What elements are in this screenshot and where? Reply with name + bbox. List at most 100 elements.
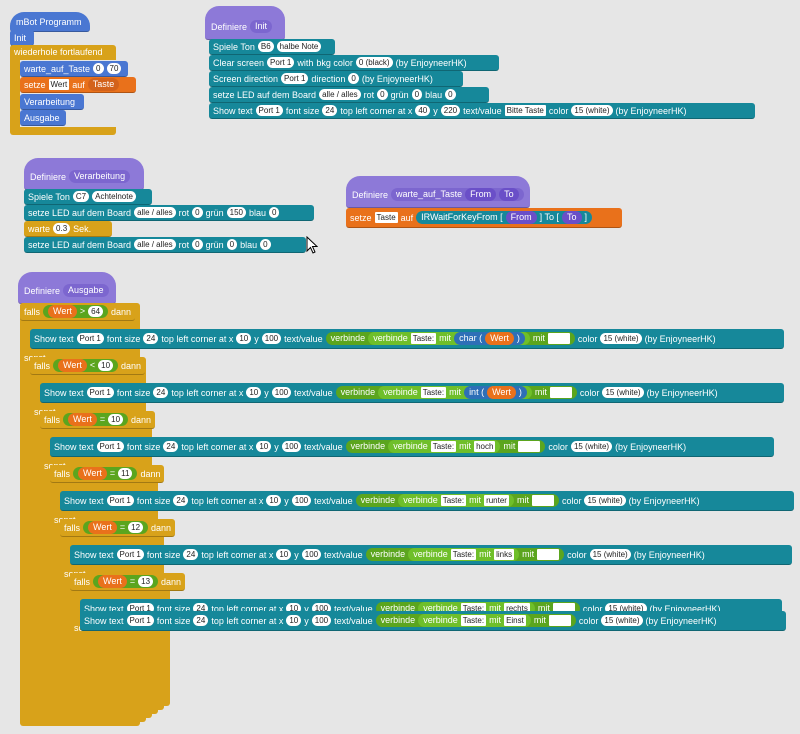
compare-input[interactable]: 10 <box>108 414 124 425</box>
x-input[interactable]: 40 <box>415 105 431 116</box>
color-dropdown[interactable]: 15 (white) <box>602 387 644 398</box>
y-input[interactable]: 100 <box>281 441 302 452</box>
direction-dropdown[interactable]: 0 <box>348 73 359 84</box>
compare-input[interactable]: 64 <box>88 306 104 317</box>
blue-input[interactable]: 0 <box>445 89 456 100</box>
note-length-dropdown[interactable]: Achtelnote <box>92 191 136 202</box>
text-value-input[interactable]: Bitte Taste <box>504 105 546 116</box>
font-size-dropdown[interactable]: 24 <box>322 105 338 116</box>
x-input[interactable]: 10 <box>246 387 262 398</box>
bkg-color-dropdown[interactable]: 0 (black) <box>355 57 393 68</box>
join-text-input[interactable]: hoch <box>474 441 496 452</box>
font-size-dropdown[interactable]: 24 <box>143 333 159 344</box>
blue-input[interactable]: 0 <box>269 207 280 218</box>
join-text-input[interactable] <box>537 549 560 560</box>
join-text-input[interactable] <box>547 333 570 344</box>
led-dropdown[interactable]: alle / alles <box>134 239 176 250</box>
init-call-block[interactable]: Init <box>10 30 34 46</box>
wait-seconds-input[interactable]: 0.3 <box>53 223 71 234</box>
color-dropdown[interactable]: 15 (white) <box>601 615 643 626</box>
output-call-block[interactable]: Ausgabe <box>20 110 66 126</box>
compare-input[interactable]: 11 <box>118 468 133 479</box>
condition-operator[interactable]: Wert=13 <box>93 575 159 588</box>
char-function-reporter[interactable]: char (Wert) <box>454 332 525 345</box>
x-input[interactable]: 10 <box>236 333 252 344</box>
color-dropdown[interactable]: 15 (white) <box>589 549 631 560</box>
variable-reporter[interactable]: Wert <box>487 386 516 399</box>
font-size-dropdown[interactable]: 24 <box>153 387 169 398</box>
font-size-dropdown[interactable]: 24 <box>193 615 209 626</box>
define-process-hat[interactable]: Definiere Verarbeitung <box>24 158 144 190</box>
x-input[interactable]: 10 <box>286 615 302 626</box>
param-from[interactable]: From <box>505 211 537 224</box>
join-text-input[interactable]: links <box>494 549 515 560</box>
variable-reporter[interactable]: Wert <box>58 359 87 372</box>
color-dropdown[interactable]: 15 (white) <box>600 333 642 344</box>
ir-wait-reporter[interactable]: IRWaitForKeyFrom [ From ] To [ To ] <box>416 211 593 224</box>
led-dropdown[interactable]: alle / alles <box>319 89 361 100</box>
port-dropdown[interactable]: Port 1 <box>126 603 154 614</box>
x-input[interactable]: 10 <box>266 495 282 506</box>
join-text-input[interactable]: rechts <box>504 603 530 614</box>
port-dropdown[interactable]: Port 1 <box>86 387 114 398</box>
port-dropdown[interactable]: Port 1 <box>126 615 154 626</box>
set-led-block[interactable]: setze LED auf dem Board alle / alles rot… <box>24 237 306 253</box>
x-input[interactable]: 10 <box>276 549 292 560</box>
y-input[interactable]: 100 <box>291 495 312 506</box>
compare-input[interactable]: 10 <box>98 360 114 371</box>
join-text-input[interactable]: Taste: <box>460 603 487 614</box>
define-output-hat[interactable]: Definiere Ausgabe <box>18 272 116 304</box>
set-variable-block[interactable]: setze Wert auf Taste <box>20 77 136 93</box>
port-dropdown[interactable]: Port 1 <box>281 73 309 84</box>
wait-seconds-block[interactable]: warte 0.3 Sek. <box>24 221 112 237</box>
y-input[interactable]: 220 <box>440 105 461 116</box>
screen-direction-block[interactable]: Screen direction Port 1 direction 0 (by … <box>209 71 463 87</box>
set-led-block[interactable]: setze LED auf dem Board alle / alles rot… <box>209 87 489 103</box>
green-input[interactable]: 0 <box>411 89 423 100</box>
join-text-input[interactable]: Taste: <box>410 333 437 344</box>
set-led-block[interactable]: setze LED auf dem Board alle / alles rot… <box>24 205 314 221</box>
green-input[interactable]: 150 <box>226 207 246 218</box>
blue-input[interactable]: 0 <box>260 239 271 250</box>
condition-operator[interactable]: Wert<10 <box>53 359 119 372</box>
condition-operator[interactable]: Wert=10 <box>63 413 129 426</box>
clear-screen-block[interactable]: Clear screen Port 1 with bkg color 0 (bl… <box>209 55 499 71</box>
condition-operator[interactable]: Wert=12 <box>83 521 149 534</box>
red-input[interactable]: 0 <box>192 207 203 218</box>
variable-reporter[interactable]: Wert <box>48 305 77 318</box>
port-dropdown[interactable]: Port 1 <box>116 549 144 560</box>
if-else-block[interactable] <box>70 573 170 706</box>
font-size-dropdown[interactable]: 24 <box>183 549 199 560</box>
param-to[interactable]: To <box>499 188 519 201</box>
wait-from-input[interactable]: 0 <box>93 63 104 74</box>
y-input[interactable]: 100 <box>261 333 282 344</box>
variable-reporter[interactable]: Wert <box>68 413 97 426</box>
show-text-block[interactable]: Show text Port 1 font size 24 top left c… <box>209 103 755 119</box>
join-text-input[interactable] <box>549 387 572 398</box>
define-init-hat[interactable]: Definiere Init <box>205 6 285 40</box>
join-text-input[interactable] <box>518 441 541 452</box>
process-call-block[interactable]: Verarbeitung <box>20 94 84 110</box>
variable-reporter[interactable]: Wert <box>485 332 514 345</box>
join-text-input[interactable]: Taste: <box>430 441 457 452</box>
font-size-dropdown[interactable]: 24 <box>163 441 179 452</box>
note-length-dropdown[interactable]: halbe Note <box>276 41 322 52</box>
compare-input[interactable]: 13 <box>138 576 154 587</box>
define-wait-hat[interactable]: Definiere warte_auf_Taste From To <box>346 176 530 208</box>
condition-operator[interactable]: Wert>64 <box>43 305 109 318</box>
port-dropdown[interactable]: Port 1 <box>267 57 295 68</box>
variable-dropdown[interactable]: Wert <box>48 79 70 90</box>
program-hat-block[interactable]: mBot Programm <box>10 12 90 32</box>
